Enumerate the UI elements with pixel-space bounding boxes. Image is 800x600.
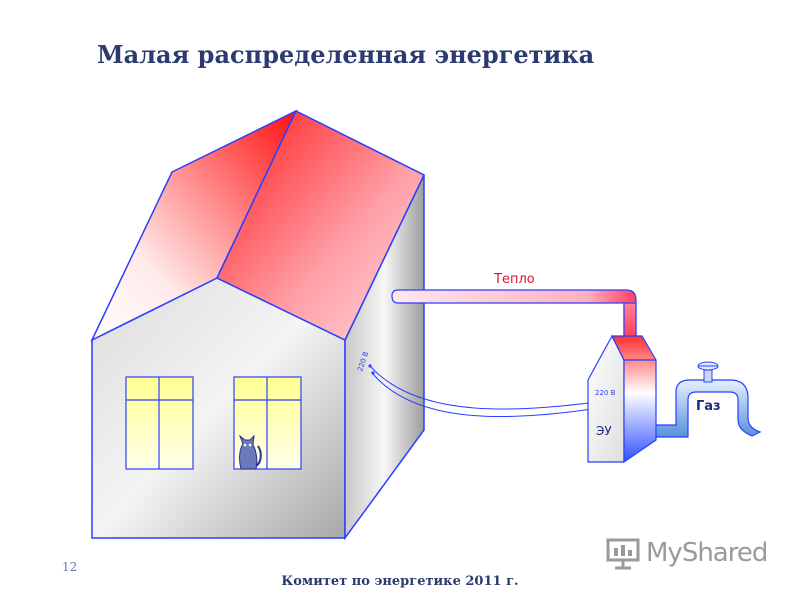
- page-title: Малая распределенная энергетика: [97, 40, 595, 69]
- heat-label: Тепло: [493, 272, 535, 287]
- footer-text: Комитет по энергетике 2011 г.: [281, 574, 519, 589]
- presentation-icon: [606, 538, 640, 570]
- unit-voltage-label: 220 В: [595, 389, 616, 397]
- energy-unit: 220 В ЭУ: [587, 334, 657, 464]
- myshared-logo: MyShared: [606, 536, 768, 570]
- page-number: 12: [62, 560, 78, 574]
- window-left: [125, 376, 194, 470]
- watermark-text: MyShared: [646, 538, 768, 568]
- unit-label: ЭУ: [596, 424, 612, 438]
- gas-valve-icon: [697, 361, 719, 383]
- energy-unit-front: [587, 334, 625, 463]
- house-roof-right: [216, 109, 425, 342]
- house: 220 В: [90, 109, 425, 541]
- gas-label: Газ: [696, 399, 721, 414]
- heat-pipe: Тепло: [391, 272, 637, 353]
- cat-icon: [238, 434, 262, 470]
